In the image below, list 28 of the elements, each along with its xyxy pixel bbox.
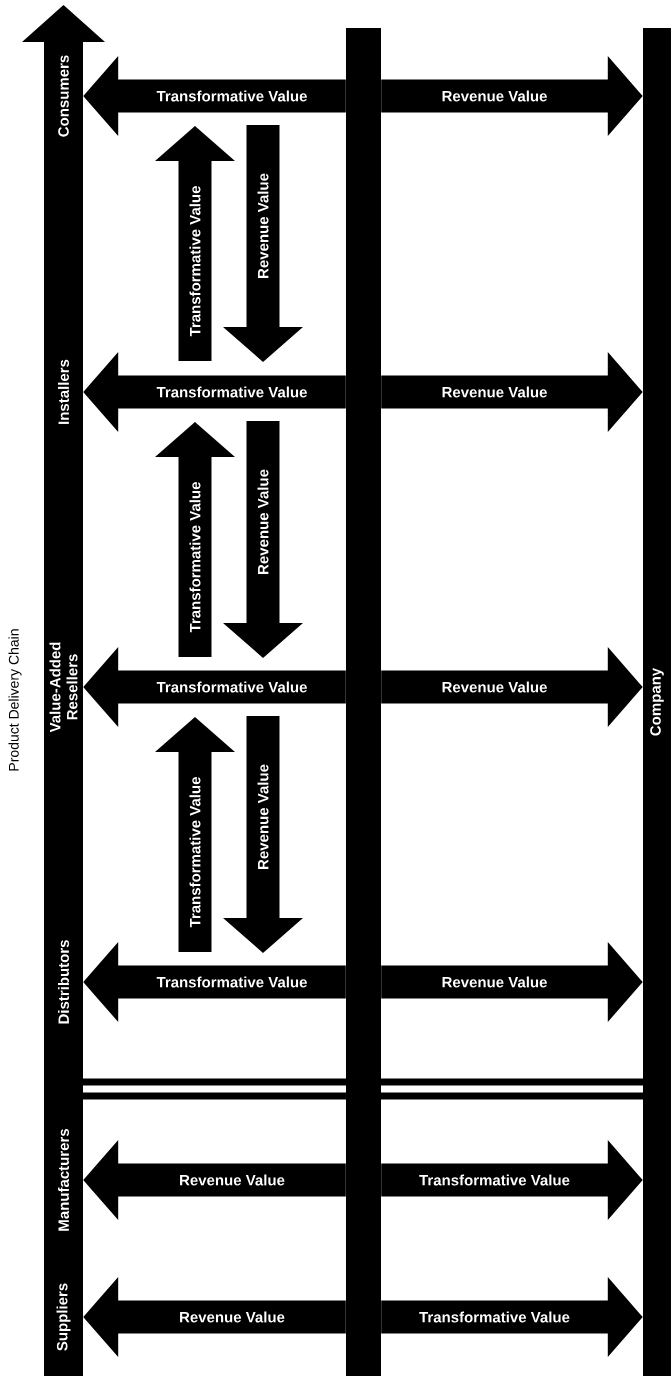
side-label: Product Delivery Chain: [8, 629, 22, 771]
stage-label: Suppliers: [56, 1283, 71, 1351]
edge-label: Transformative Value: [156, 976, 307, 988]
edge-label: Transformative Value: [156, 386, 307, 398]
stage-label: Value-Added Resellers: [49, 642, 78, 733]
edge-label: Transformative Value: [419, 1311, 570, 1323]
stage-label: Manufacturers: [58, 1128, 69, 1231]
edge-label: Revenue Value: [442, 386, 547, 398]
edge-label: Transformative Value: [156, 681, 307, 693]
edge-label: Revenue Value: [442, 90, 547, 102]
chain-arrow: [22, 5, 105, 1376]
edge-label: Revenue Value: [180, 1174, 285, 1186]
arrow-label: Revenue Value: [257, 173, 269, 278]
edge-label: Revenue Value: [442, 976, 547, 988]
edge-label: Transformative Value: [419, 1174, 570, 1186]
edge-label: Revenue Value: [180, 1311, 285, 1323]
company-bar: Company: [643, 28, 671, 1376]
stage-label: Consumers: [58, 55, 69, 137]
arrow-label: Transformative Value: [189, 777, 201, 928]
edge-label: Revenue Value: [442, 681, 547, 693]
stage-label: Installers: [58, 359, 69, 424]
arrow-label: Transformative Value: [189, 482, 201, 633]
arrow-label: Revenue Value: [257, 764, 269, 869]
edge-label: Transformative Value: [156, 90, 307, 102]
arrow-label: Transformative Value: [189, 186, 201, 337]
vertical-bar: [346, 28, 381, 1376]
stage-label: Distributors: [58, 940, 69, 1024]
arrow-label: Revenue Value: [257, 469, 269, 574]
